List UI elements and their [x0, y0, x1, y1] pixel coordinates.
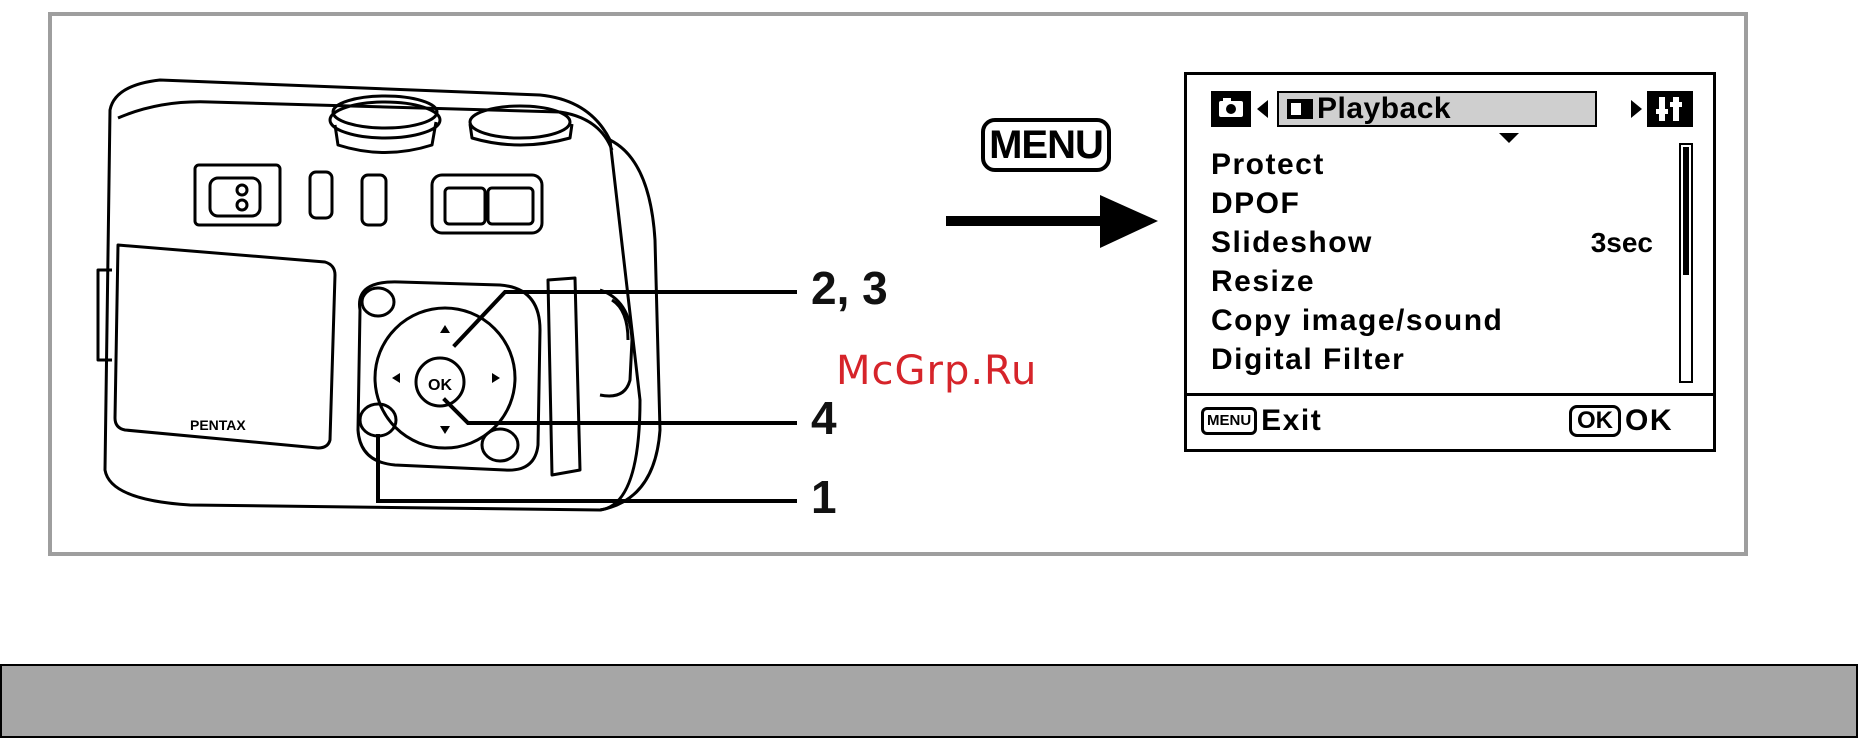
selection-pointer-icon — [1499, 133, 1519, 143]
menu-item-digital-filter[interactable]: Digital Filter — [1211, 340, 1661, 379]
menu-item-label: DPOF — [1211, 187, 1300, 220]
svg-text:OK: OK — [428, 377, 452, 394]
exit-label: Exit — [1261, 404, 1322, 438]
menu-screen: Playback Protect DPOF Slideshow 3sec Res… — [1184, 72, 1716, 452]
tab-left-arrow-icon — [1257, 100, 1268, 118]
footer-exit[interactable]: MENU Exit — [1201, 401, 1322, 441]
menu-tab-bar: Playback — [1211, 91, 1693, 127]
scrollbar-thumb[interactable] — [1683, 147, 1689, 275]
ok-label: OK — [1625, 404, 1673, 438]
tab-playback-label: Playback — [1317, 92, 1451, 126]
menu-item-label: Copy image/sound — [1211, 304, 1503, 337]
watermark: McGrp.Ru — [836, 348, 1037, 394]
camera-body — [105, 80, 640, 510]
control-pad-ring — [358, 282, 540, 470]
menu-scrollbar[interactable] — [1679, 143, 1693, 383]
callout-4: 4 — [811, 395, 837, 441]
footer-ok[interactable]: OK OK — [1569, 401, 1673, 441]
ok-key-icon: OK — [1569, 405, 1621, 437]
tab-playback[interactable]: Playback — [1277, 91, 1597, 127]
menu-item-label: Slideshow — [1211, 226, 1373, 259]
playback-icon — [1287, 99, 1313, 119]
leader-line-4 — [445, 400, 795, 423]
menu-item-copy[interactable]: Copy image/sound — [1211, 301, 1661, 340]
menu-item-dpof[interactable]: DPOF — [1211, 184, 1661, 223]
menu-item-label: Protect — [1211, 148, 1325, 181]
footer-divider — [1187, 393, 1713, 396]
menu-item-label: Digital Filter — [1211, 343, 1405, 376]
svg-text:PENTAX: PENTAX — [190, 417, 246, 433]
menu-key-icon: MENU — [1201, 407, 1257, 435]
menu-item-protect[interactable]: Protect — [1211, 145, 1661, 184]
menu-button-label: MENU — [981, 118, 1111, 172]
tab-right-arrow-icon — [1631, 100, 1642, 118]
callout-2-3: 2, 3 — [811, 265, 888, 311]
settings-tab-icon[interactable] — [1647, 91, 1693, 127]
callout-1: 1 — [811, 474, 837, 520]
menu-item-value: 3sec — [1591, 223, 1653, 262]
bottom-bar — [0, 664, 1858, 738]
menu-item-list: Protect DPOF Slideshow 3sec Resize Copy … — [1211, 145, 1661, 379]
camera-tab-icon[interactable] — [1211, 91, 1251, 127]
menu-item-slideshow[interactable]: Slideshow 3sec — [1211, 223, 1661, 262]
arrow-right-icon — [946, 195, 1158, 248]
menu-item-resize[interactable]: Resize — [1211, 262, 1661, 301]
menu-item-label: Resize — [1211, 265, 1315, 298]
